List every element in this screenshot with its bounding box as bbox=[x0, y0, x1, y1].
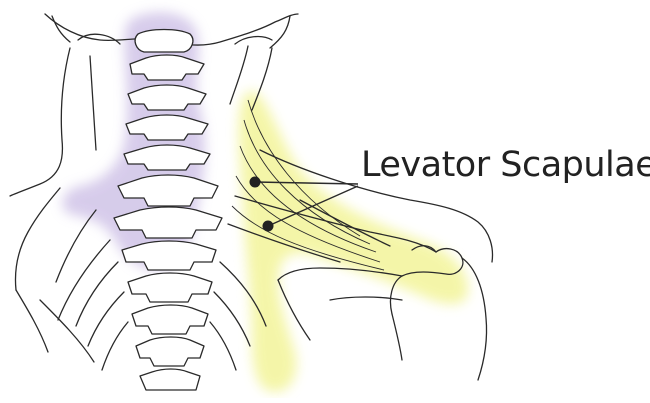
levator-scapulae-highlight bbox=[239, 91, 468, 392]
levator-scapulae-label: Levator Scapulae bbox=[361, 148, 650, 183]
marker-dot-lower bbox=[263, 221, 274, 232]
marker-dot-upper bbox=[250, 177, 261, 188]
